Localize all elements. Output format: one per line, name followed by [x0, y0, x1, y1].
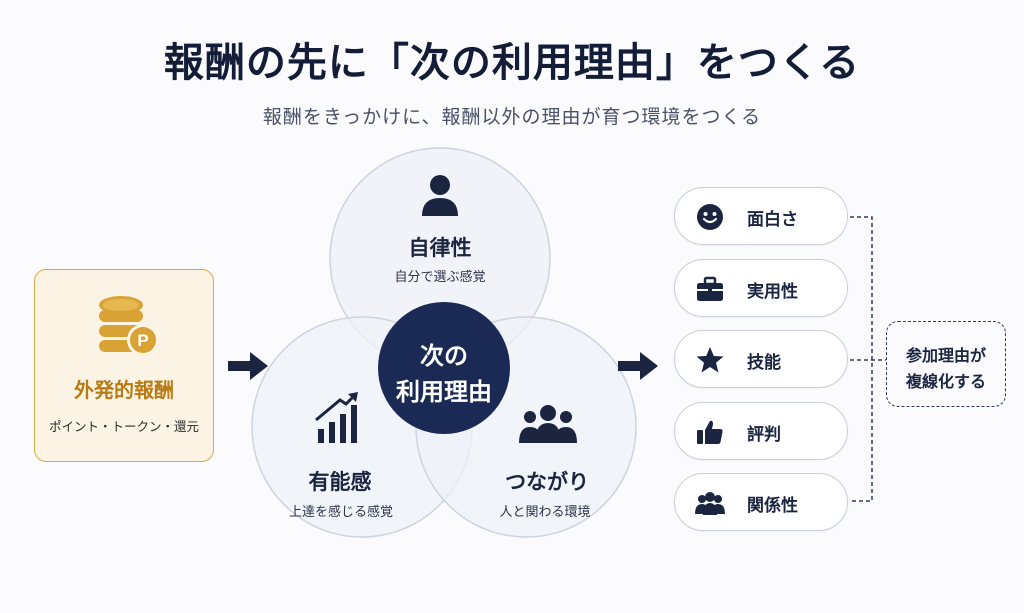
bar-chart-growth-icon	[315, 392, 358, 443]
extrinsic-title: 外発的報酬	[74, 378, 174, 402]
page-subtitle: 報酬をきっかけに、報酬以外の理由が育つ環境をつくる	[262, 106, 762, 128]
competence-title: 有能感	[308, 470, 372, 494]
reason-pill-reputation: 評判	[674, 402, 848, 460]
reason-label: 技能	[747, 353, 781, 373]
competence-subtitle: 上達を感じる感覚	[288, 505, 393, 520]
center-line2: 利用理由	[396, 378, 492, 406]
group-icon	[519, 405, 577, 443]
coin-letter: P	[137, 331, 148, 350]
center-label: 次の 利用理由	[380, 338, 508, 410]
thumbs-up-icon	[697, 420, 723, 444]
people-icon	[695, 492, 725, 515]
reason-pill-skill: 技能	[674, 330, 848, 388]
dashed-bracket-connector	[850, 216, 886, 502]
extrinsic-reward-card: P 外発的報酬 ポイント・トークン・還元	[34, 269, 214, 462]
result-line1: 参加理由が	[905, 346, 986, 365]
arrow-right-icon	[618, 352, 658, 380]
reason-pill-fun: 面白さ	[674, 187, 848, 245]
smiley-icon	[697, 204, 723, 230]
reason-pill-relationship: 関係性	[674, 473, 848, 531]
autonomy-title: 自律性	[408, 236, 472, 260]
briefcase-icon	[697, 276, 723, 301]
extrinsic-subtitle: ポイント・トークン・還元	[48, 419, 199, 434]
reason-label: 評判	[747, 425, 781, 445]
reason-label: 関係性	[747, 496, 798, 516]
arrow-right-icon	[228, 352, 268, 380]
reason-label: 実用性	[747, 282, 798, 302]
autonomy-subtitle: 自分で選ぶ感覚	[394, 270, 486, 285]
reason-label: 面白さ	[747, 210, 798, 230]
relatedness-subtitle: 人と関わる環境	[499, 505, 591, 520]
relatedness-title: つながり	[505, 470, 589, 494]
reason-pill-utility: 実用性	[674, 259, 848, 317]
center-circle	[378, 302, 510, 434]
result-line2: 複線化する	[905, 372, 986, 391]
page-title: 報酬の先に「次の利用理由」をつくる	[163, 40, 861, 86]
star-icon	[696, 347, 724, 373]
result-box: 参加理由が 複線化する	[886, 321, 1006, 407]
person-icon	[422, 175, 458, 216]
coin-stack-icon: P	[99, 296, 159, 356]
center-line1: 次の	[420, 342, 468, 370]
